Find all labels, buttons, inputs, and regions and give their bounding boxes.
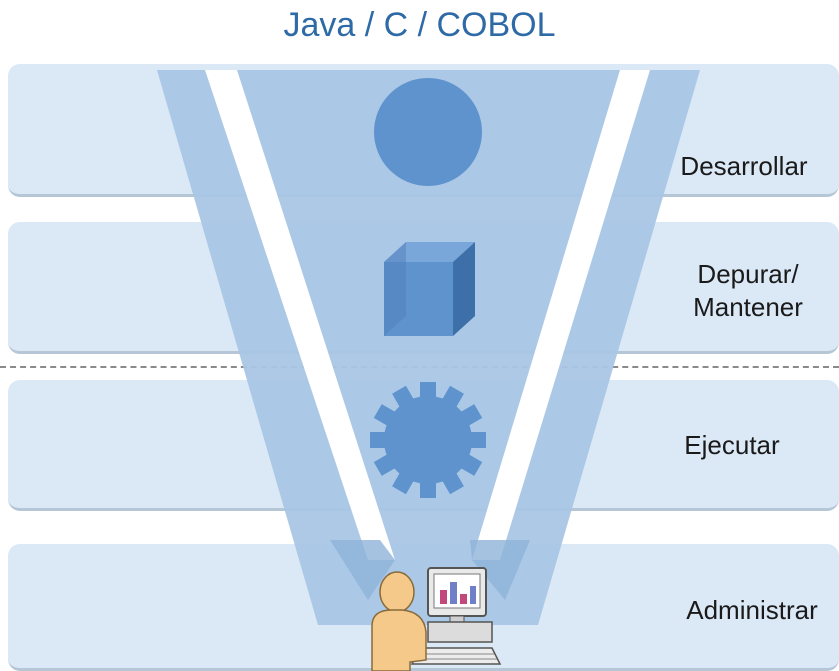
circle-icon: [374, 78, 482, 186]
stage-label-run: Ejecutar: [684, 430, 780, 460]
admin-user-computer-icon: [371, 567, 502, 671]
funnel-right-stripe: [472, 70, 650, 560]
funnel-right-arrowhead: [470, 540, 530, 600]
diagram-title: Java / C / COBOL: [283, 6, 556, 44]
gear-icon: [370, 382, 486, 498]
stage-label-admin: Administrar: [686, 595, 818, 625]
stage-label-debug: Depurar/ Mantener: [693, 259, 803, 322]
stage-label-develop: Desarrollar: [680, 151, 808, 181]
funnel-left-stripe: [205, 70, 395, 560]
cube-icon: [384, 242, 475, 336]
funnel-shape: [157, 70, 700, 625]
funnel-left-arrowhead: [330, 540, 395, 600]
